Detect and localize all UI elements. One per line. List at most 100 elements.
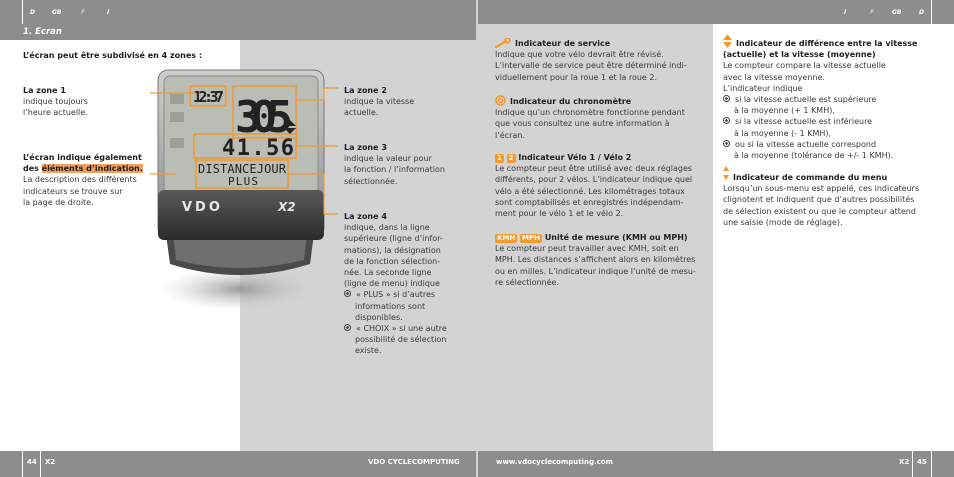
service-title: Indicateur de service xyxy=(515,39,611,48)
diff-block: Indicateur de différence entre la vitess… xyxy=(723,34,948,161)
chrono-title: Indicateur du chronomètre xyxy=(510,97,632,106)
zone4-block: La zone 4 indique, dans la ligne supérie… xyxy=(344,211,474,357)
elements-title-2a: des xyxy=(23,164,42,174)
menu-arrow-down-icon xyxy=(723,175,729,180)
zone4-bullet1-line3: disponibles. xyxy=(355,312,403,322)
top-strip-right: I F GB D xyxy=(478,0,954,24)
chrono-line2: que vous consultez une autre information… xyxy=(495,119,670,129)
diff-bullet3-line2: à la moyenne (tolérance de +/- 1 KMH). xyxy=(734,151,894,161)
lang-i: I xyxy=(107,9,110,16)
unit-line1: Le compteur peut travailler avec KMH, so… xyxy=(495,244,679,254)
zone3-line1: indique la valeur pour xyxy=(344,154,432,164)
zone1-line2: l’heure actuelle. xyxy=(23,108,88,118)
footer-strip-left: 44 X2 VDO CYCLECOMPUTING xyxy=(0,451,476,477)
elements-line2: indicateurs se trouve sur xyxy=(23,186,123,196)
intro-text: L’écran peut être subdivisé en 4 zones : xyxy=(23,51,203,60)
lang-gb-right: GB xyxy=(892,9,902,16)
bike1-badge: 1 xyxy=(495,154,504,163)
service-block: Indicateur de service Indique que votre … xyxy=(495,38,705,83)
diff-line1: Le compteur compare la vitesse actuelle xyxy=(723,61,886,71)
service-line3: viduellement pour la roue 1 et la roue 2… xyxy=(495,72,658,82)
right-white-panel xyxy=(713,0,954,477)
elements-title-2b: éléments d’indication. xyxy=(41,164,143,174)
zone2-line1: indique la vitesse xyxy=(344,97,415,107)
bike2-badge: 2 xyxy=(506,154,516,163)
section-title: 1. Ecran xyxy=(23,27,62,37)
zone4-line4: de la fonction sélection- xyxy=(344,256,441,266)
bullet-icon xyxy=(344,324,351,332)
diff-bullet1-line2: à la moyenne (+ 1 KMH), xyxy=(734,106,835,116)
chrono-line3: l’écran. xyxy=(495,130,525,140)
footer-url[interactable]: www.vdocyclecomputing.com xyxy=(496,458,613,466)
page-number-left: 44 xyxy=(27,458,37,466)
diff-bullet3: ou si la vitesse actuelle correspond xyxy=(723,139,948,150)
elements-line1: La description des différents xyxy=(23,175,137,185)
chrono-block: Indicateur du chronomètre Indique qu’un … xyxy=(495,95,705,141)
zone3-line2: la fonction / l’information xyxy=(344,165,445,175)
zone3-block: La zone 3 indique la valeur pour la fonc… xyxy=(344,142,474,187)
menu-line4: une saisie (mode de réglage). xyxy=(723,217,843,227)
lang-d: D xyxy=(30,9,35,16)
elements-block: L’écran indique également des éléments d… xyxy=(23,152,173,208)
wrench-icon xyxy=(495,38,511,48)
device-time: 12:37 xyxy=(193,88,224,106)
diff-line2: avec la vitesse moyenne. xyxy=(723,72,825,82)
unit-line3: ou en milles. L’indicateur indique l’uni… xyxy=(495,266,696,276)
mph-badge: MPH xyxy=(520,234,543,243)
zone4-line2: supérieure (ligne d’infor- xyxy=(344,234,443,244)
lang-f-right: F xyxy=(870,9,875,16)
bullet-icon xyxy=(723,95,730,103)
zone4-title: La zone 4 xyxy=(344,212,387,221)
lang-d-right: D xyxy=(919,9,924,16)
device-line1: DISTANCEJOUR xyxy=(198,162,287,176)
unit-block: KMH MPH Unité de mesure (KMH ou MPH) Le … xyxy=(495,232,710,288)
stopwatch-icon xyxy=(495,95,506,106)
unit-line2: MPH. Les distances s’affichent alors en … xyxy=(495,255,696,265)
diff-bullet2-line2: à la moyenne (- 1 KMH), xyxy=(734,128,832,138)
elements-title-1: L’écran indique également xyxy=(23,153,142,162)
service-line2: L’intervalle de service peut être déterm… xyxy=(495,61,687,71)
unit-title: Unité de mesure (KMH ou MPH) xyxy=(544,233,688,242)
bike-line3: vélo a été sélectionné. Les kilométrages… xyxy=(495,186,685,196)
kmh-badge: KMH xyxy=(495,234,518,243)
bike-block: 1 2 Indicateur Vélo 1 / Vélo 2 Le compte… xyxy=(495,152,710,219)
diff-title-2: (actuelle) et la vitesse (moyenne) xyxy=(723,50,876,60)
zone4-line3: mations), la désignation xyxy=(344,245,441,255)
bike-line2: différents, pour 2 vélos. L’indicateur i… xyxy=(495,175,693,185)
device-brand: VDO xyxy=(182,200,223,215)
lang-gb: GB xyxy=(52,9,62,16)
bike-line4: sont comptabilisés et enregistrés indépe… xyxy=(495,197,684,207)
device-model: X2 xyxy=(277,200,296,214)
bullet-icon xyxy=(723,139,730,147)
footer-strip-right: www.vdocyclecomputing.com X2 45 xyxy=(478,451,954,477)
zone1-title: La zone 1 xyxy=(23,86,66,95)
zone3-line3: sélectionnée. xyxy=(344,176,398,186)
zone2-title: La zone 2 xyxy=(344,86,387,95)
device-line2: PLUS xyxy=(228,175,258,188)
chrono-line1: Indique qu’un chronomètre fonctionne pen… xyxy=(495,108,685,118)
bike-line1: Le compteur peut être utilisé avec deux … xyxy=(495,164,693,174)
zone4-bullet1-line2: informations sont xyxy=(355,301,426,311)
menu-line2: clignotent et indiquent que d’autres pos… xyxy=(723,195,915,205)
service-line1: Indique que votre vélo devrait être révi… xyxy=(495,50,664,60)
page-number-right: 45 xyxy=(917,458,927,466)
zone4-bullet2: « CHOIX » si une autre xyxy=(344,323,474,334)
top-strip-left: D GB F I xyxy=(0,0,476,24)
zone2-block: La zone 2 indique la vitesse actuelle. xyxy=(344,85,474,119)
zone3-title: La zone 3 xyxy=(344,143,387,152)
zone2-line2: actuelle. xyxy=(344,108,379,118)
menu-arrow-up-icon xyxy=(723,166,729,171)
section-title-bar: 1. Ecran xyxy=(0,24,476,40)
device-value: 41.56 xyxy=(222,136,294,161)
zone4-bullet1: « PLUS » si d’autres xyxy=(344,289,474,300)
zone4-bullet2-line2: possibilité de sélection xyxy=(355,335,447,345)
zone1-line1: indique toujours xyxy=(23,97,88,107)
menu-block: Indicateur de commande du menu Lorsqu’un… xyxy=(723,166,948,228)
zone4-line5: née. La seconde ligne xyxy=(344,268,432,278)
diff-bullet1: si la vitesse actuelle est supérieure xyxy=(723,94,948,105)
footer-model-left: X2 xyxy=(45,458,56,466)
footer-model-right: X2 xyxy=(899,458,910,466)
zone4-bullet2-line3: existe. xyxy=(355,346,382,356)
cyclecomputer-illustration: 12:37 305 41.56 DISTANCEJOUR PLUS VDO X2 xyxy=(157,69,325,311)
